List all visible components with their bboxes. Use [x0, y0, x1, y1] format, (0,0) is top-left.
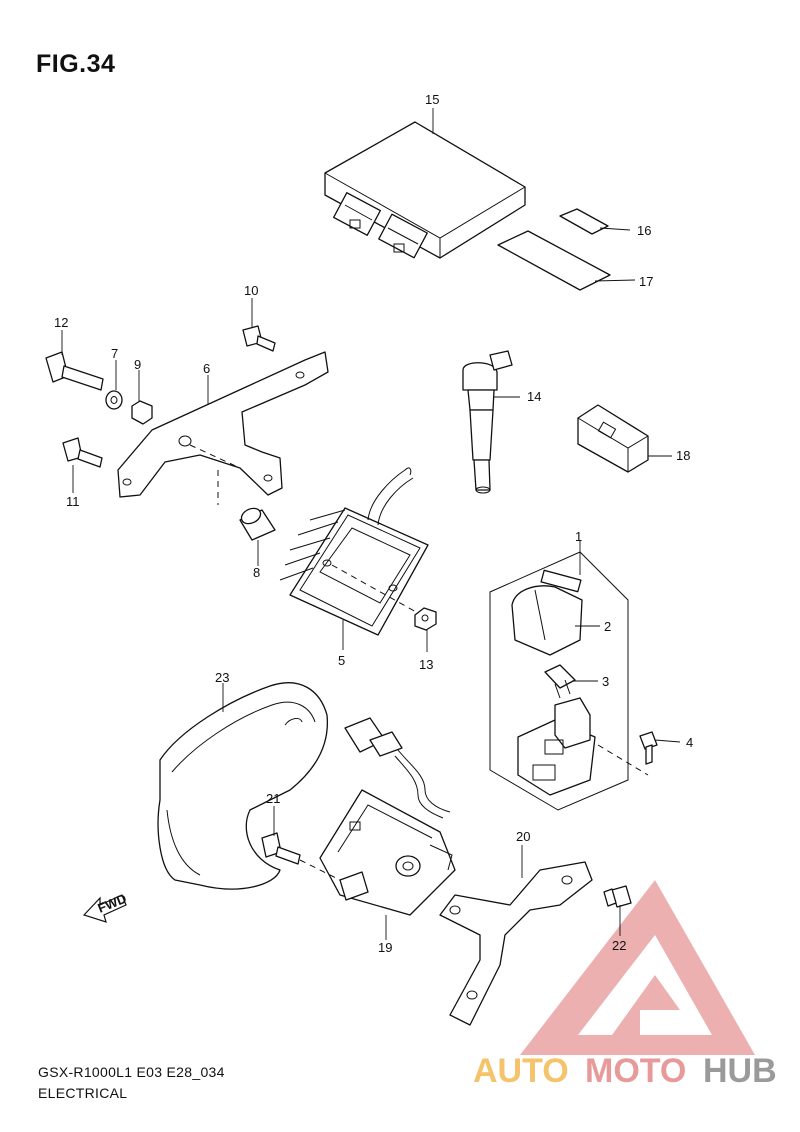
callout-20: 20	[516, 829, 530, 844]
callout-22: 22	[612, 938, 626, 953]
callout-18: 18	[676, 448, 690, 463]
figure-title: FIG.34	[36, 50, 116, 78]
cover-23	[157, 682, 329, 890]
watermark-logo	[520, 880, 755, 1055]
callout-labels: 1 2 3 4 5 6 7 8 9 10 11 12 13 14 15 16 1…	[54, 92, 693, 955]
ignition-coil-14	[462, 350, 513, 494]
washer-7	[105, 390, 123, 410]
sensor-unit-19	[319, 789, 456, 916]
callout-2: 2	[604, 619, 611, 634]
nut-9	[131, 400, 153, 425]
callout-12: 12	[54, 315, 68, 330]
bolt-10	[242, 325, 276, 352]
ecm-unit	[324, 121, 526, 259]
leader-lines	[61, 108, 681, 940]
callout-17: 17	[639, 274, 653, 289]
nut-13	[414, 607, 437, 631]
bolt-11	[62, 437, 103, 468]
svg-text:HUB: HUB	[703, 1052, 777, 1090]
pad-16	[559, 208, 609, 235]
screw-4	[639, 731, 658, 765]
callout-23: 23	[215, 670, 229, 685]
callout-6: 6	[203, 361, 210, 376]
callout-5: 5	[338, 653, 345, 668]
callout-15: 15	[425, 92, 439, 107]
connector-18	[577, 404, 649, 473]
relay-cover-2	[511, 569, 583, 656]
bolt-12	[45, 351, 104, 391]
callout-9: 9	[134, 357, 141, 372]
svg-text:MOTO: MOTO	[585, 1052, 686, 1090]
section-label: ELECTRICAL	[38, 1085, 128, 1101]
callout-14: 14	[527, 389, 541, 404]
callout-3: 3	[602, 674, 609, 689]
bolt-21	[261, 832, 301, 865]
callout-1: 1	[575, 529, 582, 544]
model-code: GSX-R1000L1 E03 E28_034	[38, 1064, 225, 1080]
regulator-5	[279, 467, 429, 636]
fwd-arrow-icon: FWD	[82, 891, 129, 923]
bracket-20	[439, 861, 593, 1026]
svg-text:AUTO: AUTO	[473, 1052, 569, 1090]
callout-4: 4	[686, 735, 693, 750]
callout-21: 21	[266, 791, 280, 806]
callout-8: 8	[253, 565, 260, 580]
bolt-22	[603, 885, 632, 908]
wiring-connector-19	[344, 717, 451, 819]
callout-13: 13	[419, 657, 433, 672]
callout-10: 10	[244, 283, 258, 298]
relay-base	[517, 697, 596, 796]
fwd-label: FWD	[96, 891, 129, 916]
watermark-text: AUTO MOTO HUB	[473, 1052, 777, 1090]
callout-11: 11	[66, 494, 80, 509]
fuse-3	[544, 664, 576, 699]
pad-17	[497, 230, 611, 291]
callout-16: 16	[637, 223, 651, 238]
bracket-6	[117, 351, 329, 498]
callout-19: 19	[378, 940, 392, 955]
collar-8	[239, 507, 276, 541]
callout-7: 7	[111, 346, 118, 361]
